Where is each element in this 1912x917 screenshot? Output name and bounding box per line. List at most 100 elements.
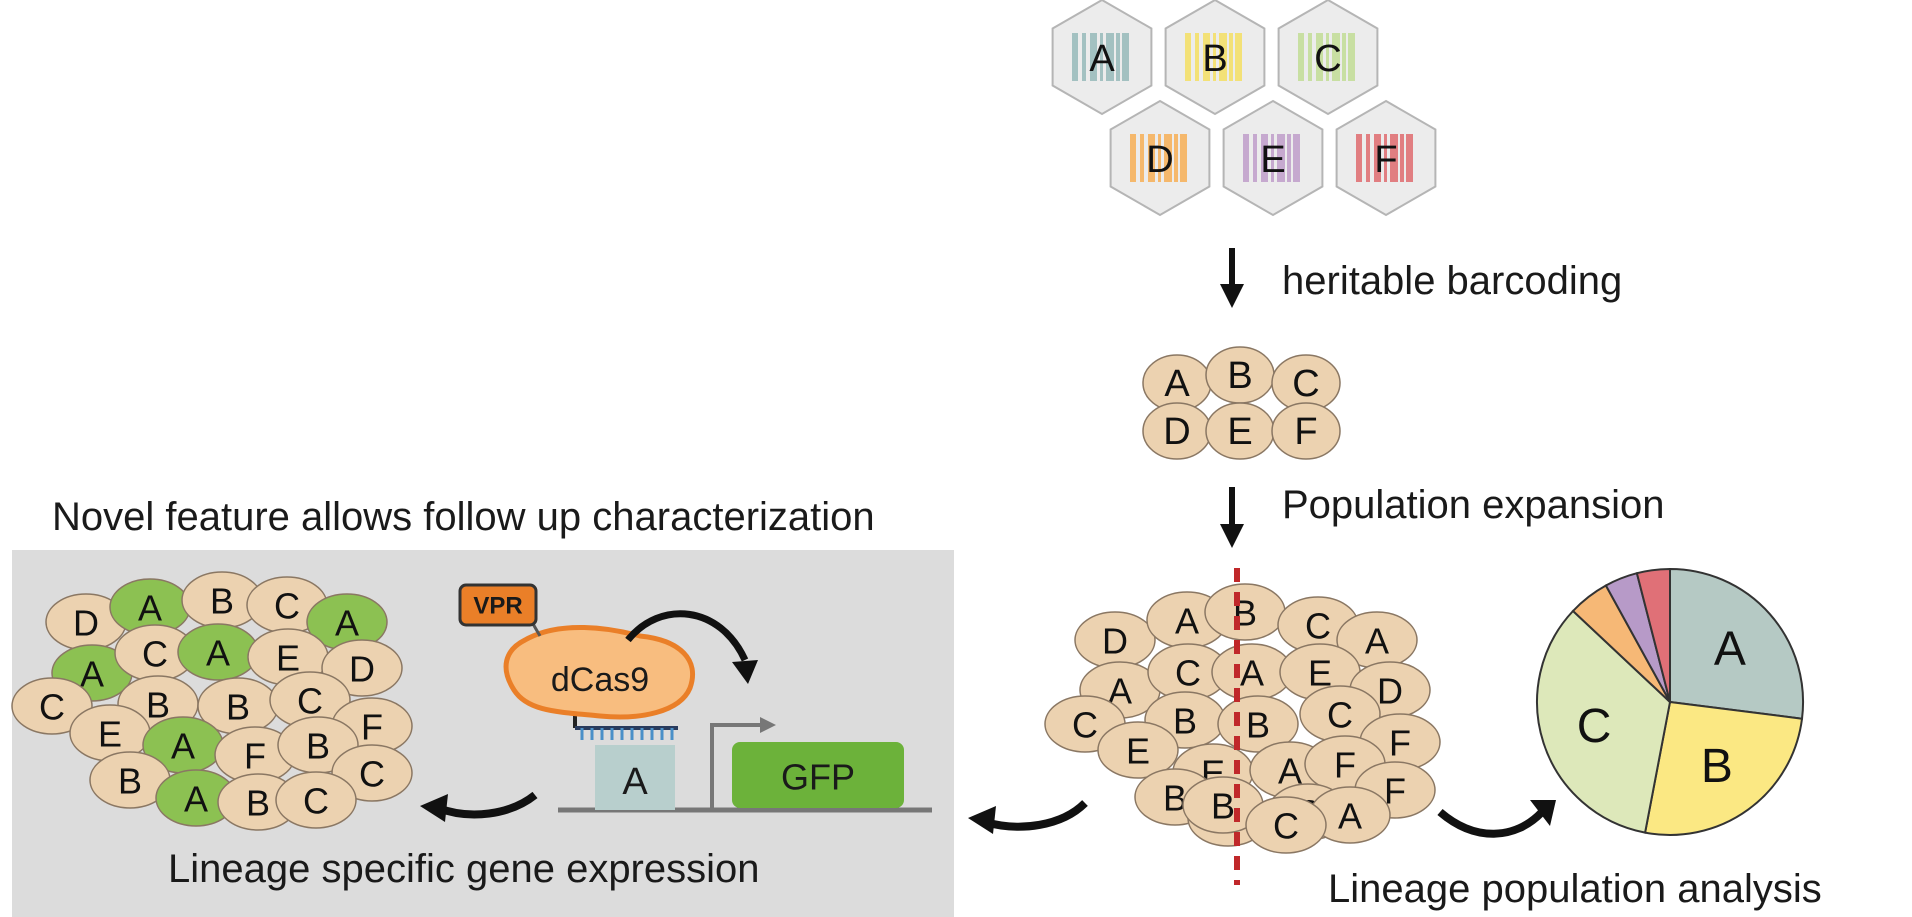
cell-letter: C — [1273, 806, 1299, 847]
barcode-stripe — [1213, 33, 1216, 81]
barcode-stripe — [1287, 134, 1291, 182]
expanded-cell: D — [1074, 611, 1156, 669]
cell-letter: B — [118, 761, 142, 802]
cell-letter: A — [80, 654, 104, 695]
cell-letter: B — [226, 687, 250, 728]
barcoded-cell-letter: C — [1314, 38, 1341, 80]
cell-letter: F — [1334, 745, 1356, 786]
cell-letter: A — [1338, 796, 1362, 837]
cell-letter: A — [138, 588, 162, 629]
cell-letter: C — [1327, 695, 1353, 736]
barcode-stripe — [1384, 134, 1387, 182]
barcode-stripe — [1082, 33, 1086, 81]
characterization-cell: B — [197, 677, 279, 735]
cell-letter: F — [1294, 411, 1317, 453]
barcoded-cell-a: A — [1051, 0, 1153, 116]
barcode-stripe — [1180, 134, 1187, 182]
green-expressing-cell: A — [142, 716, 224, 774]
barcoded-cell-f: F — [1335, 99, 1437, 217]
cell-letter: B — [1211, 786, 1235, 827]
pie-slice — [1635, 567, 1671, 703]
barcode-stripe — [1348, 33, 1355, 81]
cell-letter: A — [1175, 601, 1199, 642]
cell-letter: E — [98, 714, 122, 755]
cell-letter: C — [1175, 653, 1201, 694]
barcode-stripe — [1390, 134, 1398, 182]
barcode-stripe — [1158, 134, 1161, 182]
gfp-box — [732, 742, 904, 808]
barcode-stripe — [1400, 134, 1404, 182]
characterization-cell: C — [11, 677, 93, 735]
pie-slice — [1643, 700, 1804, 836]
cell-letter: B — [1246, 705, 1270, 746]
barcode-stripe — [1356, 134, 1362, 182]
barcode-stripe — [1140, 134, 1144, 182]
barcode-stripe — [1406, 134, 1413, 182]
characterization-cell: B — [217, 773, 299, 831]
cell-letter: F — [1384, 771, 1406, 812]
barcode-stripe — [1122, 33, 1129, 81]
cell-letter: A — [184, 779, 208, 820]
barcode-stripe — [1148, 134, 1155, 182]
barcoded-cell-letter: D — [1146, 139, 1173, 181]
cell-letter: E — [1126, 731, 1150, 772]
barcode-stripe — [1219, 33, 1227, 81]
cell-letter: F — [361, 707, 383, 748]
cell-letter: A — [335, 603, 359, 644]
pie-slice-label: B — [1701, 740, 1733, 793]
pie-slice — [1536, 609, 1672, 834]
small-cluster-cell: D — [1142, 402, 1212, 460]
barcode-stripe — [1326, 33, 1329, 81]
small-cluster-cell: F — [1271, 402, 1341, 460]
arrow-to-pie-head — [1530, 800, 1556, 826]
barcode-stripe — [1342, 33, 1346, 81]
cell-letter: C — [1072, 705, 1098, 746]
cell-letter: C — [297, 681, 323, 722]
barcoded-cell-letter: F — [1374, 139, 1397, 181]
cell-letter: C — [39, 687, 65, 728]
barcoded-cell-letter: A — [1089, 38, 1115, 80]
promoter-arrow-head — [760, 717, 776, 733]
cell-letter: D — [73, 603, 99, 644]
small-cluster-cell: B — [1205, 346, 1275, 404]
arrow-to-panel — [983, 800, 1088, 831]
cell-letter: C — [303, 781, 329, 822]
lineage-specific-label: Lineage specific gene expression — [168, 847, 760, 891]
barcode-stripe — [1308, 33, 1312, 81]
characterization-cell: B — [89, 751, 171, 809]
barcode-stripe — [1130, 134, 1136, 182]
expanded-cell: C — [1299, 685, 1381, 743]
barcoded-cell-letter: E — [1260, 139, 1285, 181]
cell-letter: B — [1227, 355, 1252, 397]
gfp-label: GFP — [781, 757, 855, 798]
cell-letter: B — [1163, 778, 1187, 819]
activation-arrow-head — [732, 660, 758, 684]
vpr-box — [458, 583, 538, 627]
expanded-cell: A — [1211, 643, 1293, 701]
cell-letter: F — [1389, 723, 1411, 764]
target-sequence-label: A — [622, 761, 648, 803]
cell-letter: C — [359, 754, 385, 795]
cell-letter: C — [1292, 363, 1319, 405]
cell-letter: C — [142, 634, 168, 675]
cell-letter: A — [1365, 621, 1389, 662]
activation-arrow — [625, 610, 749, 662]
pie-slice-label: C — [1577, 700, 1612, 753]
dcas9-complex: dCas9 VPR — [458, 583, 758, 720]
barcode-stripe — [1298, 33, 1304, 81]
cell-letter: D — [1377, 671, 1403, 712]
barcode-stripe — [1203, 33, 1210, 81]
barcode-stripe — [1164, 134, 1172, 182]
cell-letter: F — [244, 736, 266, 777]
down-arrow-expansion — [1220, 487, 1244, 548]
cell-letter: C — [274, 586, 300, 627]
barcode-stripe — [1374, 134, 1381, 182]
barcode-stripe — [1253, 134, 1257, 182]
barcode-stripe — [1174, 134, 1178, 182]
expanded-cell: C — [1245, 796, 1327, 854]
cell-letter: B — [306, 726, 330, 767]
cell-letter: A — [1164, 363, 1190, 405]
arrow-to-pie — [1437, 808, 1545, 838]
